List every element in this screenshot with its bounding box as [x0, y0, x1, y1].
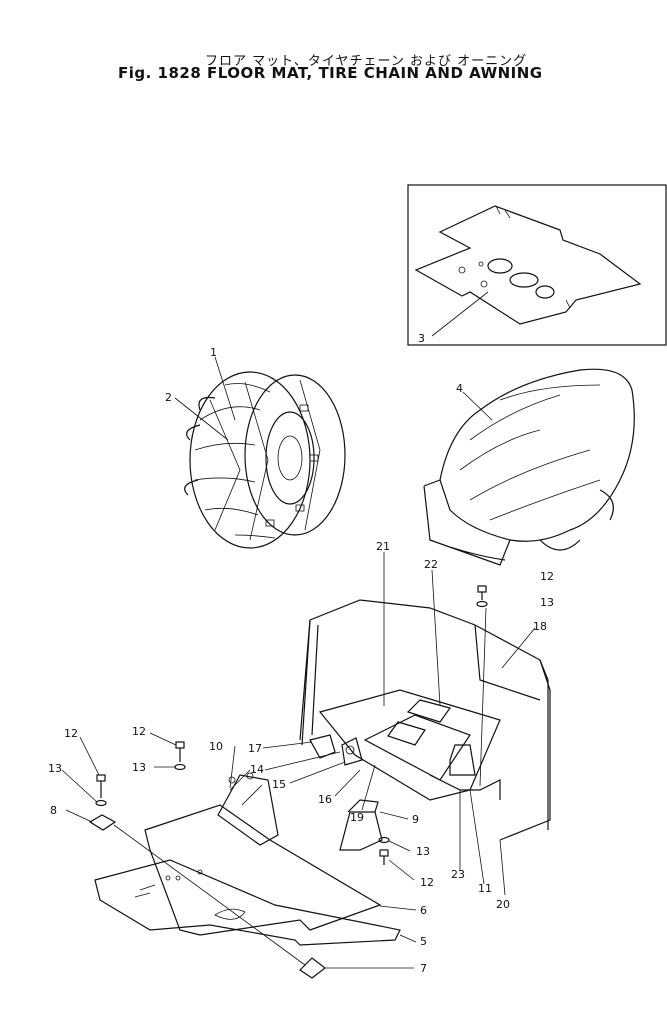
callout-13-right: 13 [540, 596, 554, 609]
callout-6: 6 [420, 904, 427, 917]
callout-13-middle: 13 [132, 761, 146, 774]
callout-12-right: 12 [540, 570, 554, 583]
figure-title-japanese: フロア マット、タイヤチェーン および オーニング [205, 54, 528, 69]
callout-3: 3 [418, 332, 425, 345]
callout-21: 21 [376, 540, 390, 553]
tire-with-chain [184, 371, 346, 549]
bolts-and-washers [95, 585, 488, 865]
callout-18: 18 [533, 620, 547, 633]
callout-9: 9 [412, 813, 419, 826]
callout-8: 8 [50, 804, 57, 817]
callout-20: 20 [496, 898, 510, 911]
callout-23: 23 [451, 868, 465, 881]
brackets [88, 769, 383, 979]
callout-labels: 1 2 3 4 5 6 7 8 9 10 11 12 12 12 12 13 1… [48, 332, 554, 975]
inset-floor-mat [407, 184, 667, 346]
callout-4: 4 [456, 382, 463, 395]
callout-2: 2 [165, 391, 172, 404]
callout-13-left: 13 [48, 762, 62, 775]
callout-19: 19 [350, 811, 364, 824]
callout-16: 16 [318, 793, 332, 806]
callout-5: 5 [420, 935, 427, 948]
callout-1: 1 [210, 346, 217, 359]
callout-13-lower: 13 [416, 845, 430, 858]
floor-panel-assembly [299, 599, 551, 841]
figure-title: Fig. 1828 FLOOR MAT, TIRE CHAIN AND AWNI… [118, 64, 543, 82]
callout-12-middle: 12 [132, 725, 146, 738]
callout-17: 17 [248, 742, 262, 755]
callout-15: 15 [272, 778, 286, 791]
callout-7: 7 [420, 962, 427, 975]
callout-14: 14 [250, 763, 264, 776]
callout-22: 22 [424, 558, 438, 571]
lower-floor-mats [94, 804, 401, 946]
leader-lines [61, 291, 536, 969]
callout-12-lower: 12 [420, 876, 434, 889]
awning-cover [423, 368, 635, 566]
callout-10: 10 [209, 740, 223, 753]
callout-12-left: 12 [64, 727, 78, 740]
callout-11: 11 [478, 882, 492, 895]
